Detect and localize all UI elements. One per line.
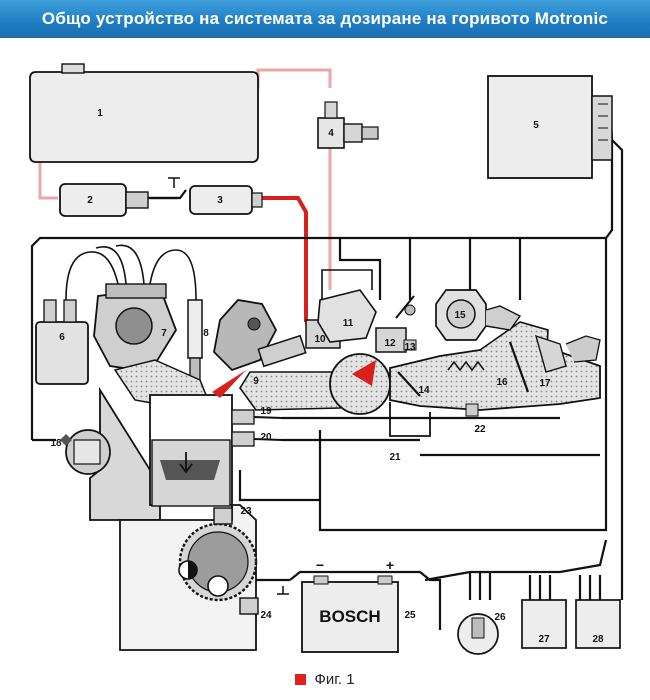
fuel-pressure-line [262,196,314,328]
label-1: 1 [97,108,103,119]
ignition-coil [35,299,89,385]
label-9: 9 [253,376,259,387]
label-26: 26 [494,612,506,623]
label-15: 15 [454,310,466,321]
label-2: 2 [87,195,93,206]
crankshaft-sensors [213,507,259,615]
ground-symbol [168,177,289,595]
label-20: 20 [260,432,272,443]
battery-brand-label: BOSCH [319,607,380,626]
label-18: 18 [50,438,62,449]
idle-mixture-screw [465,403,479,417]
motronic-system-diagram: BOSCH − + 1 2 3 4 5 6 7 8 9 10 11 12 13 … [29,63,624,655]
label-19: 19 [260,406,272,417]
label-7: 7 [161,328,167,339]
label-6: 6 [59,332,65,343]
label-5: 5 [533,120,539,131]
fuel-pump [59,183,149,217]
label-24: 24 [260,610,272,621]
air-flow-meter [447,341,530,393]
label-25: 25 [404,610,416,621]
engine-block [89,359,257,651]
relays [521,599,621,649]
spark-plug [187,299,203,381]
label-14: 14 [418,385,430,396]
label-16: 16 [496,377,508,388]
fuel-injector [212,334,307,398]
air-temperature-sensor [534,334,601,373]
ignition-switch [457,613,499,655]
air-flow-sensor-potentiometer [435,289,522,341]
reference-mark-sensor [60,429,111,475]
label-10: 10 [314,334,326,345]
coolant-temperature-sensors [231,409,283,447]
battery-plus-label: + [386,557,394,573]
caption-text: Фиг. 1 [314,671,355,688]
label-28: 28 [592,634,604,645]
label-21: 21 [389,452,401,463]
ignition-distributor [93,283,177,373]
throttle-body [375,295,416,353]
battery: BOSCH − + [301,557,399,653]
page-title: Общо устройство на системата за дозиране… [0,0,650,38]
engine-control-unit [487,75,613,179]
label-12: 12 [384,338,396,349]
label-4: 4 [328,128,334,139]
fuel-tank [29,63,259,163]
label-22: 22 [474,424,486,435]
label-3: 3 [217,195,223,206]
spark-plug-leads [65,244,197,360]
bypass-air-hose [389,402,431,437]
label-11: 11 [343,318,354,329]
flywheel-ring-gear [178,522,258,602]
caption-marker [295,674,307,685]
label-27: 27 [538,634,550,645]
battery-minus-label: − [316,557,324,573]
label-13: 13 [404,342,416,353]
fuel-filter [189,185,263,215]
auxiliary-air-valve [317,269,377,343]
component-number-labels: 1 2 3 4 5 6 7 8 9 10 11 12 13 14 15 16 1… [50,108,604,645]
throttle-valve [397,339,421,397]
figure-caption: Фиг. 1 [0,671,650,688]
label-23: 23 [240,506,252,517]
pressure-regulator [317,101,379,149]
label-8: 8 [203,328,209,339]
label-17: 17 [539,378,551,389]
